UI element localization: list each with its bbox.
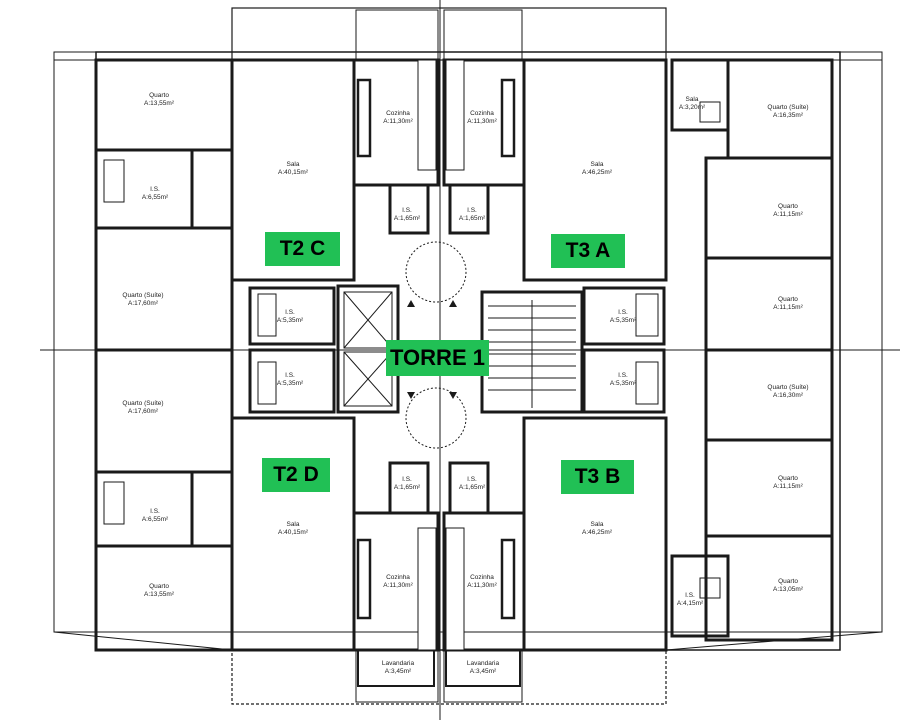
bathtub-t2d bbox=[103, 481, 125, 525]
arrow-up-left bbox=[407, 300, 415, 307]
elevator-1 bbox=[343, 291, 393, 349]
window-bottom-left bbox=[355, 649, 439, 703]
wall-is-core-t3a bbox=[582, 286, 666, 346]
arrow-down-right bbox=[449, 392, 457, 399]
wall-is-core-t3b bbox=[582, 348, 666, 414]
room-t2d-is: I.S.A:6,55m² bbox=[141, 508, 169, 523]
room-t3a-quarto-suite: Quarto (Suíte)A:16,35m² bbox=[767, 104, 809, 119]
room-t2c-is-core: I.S.A:5,35m² bbox=[276, 309, 304, 324]
room-t3b-is-core: I.S.A:5,35m² bbox=[609, 372, 637, 387]
wall-quarto1-t3a bbox=[704, 156, 834, 260]
counter-top-t2c bbox=[417, 59, 437, 171]
tower-label: TORRE 1 bbox=[386, 340, 489, 376]
wall-quarto2-t3a bbox=[704, 256, 834, 352]
wall-is-small-t3b bbox=[448, 461, 490, 515]
room-t3a-is-small: I.S.A:1,65m² bbox=[458, 207, 486, 222]
wall-is-small-t3a bbox=[448, 183, 490, 235]
counter-t2c bbox=[356, 78, 372, 158]
counter-t2d bbox=[356, 538, 372, 620]
wall-is-small-t2d bbox=[388, 461, 430, 515]
room-t3a-is-core: I.S.A:5,35m² bbox=[609, 309, 637, 324]
shower-t2c bbox=[257, 293, 277, 337]
balcony-edge-left bbox=[53, 631, 233, 651]
room-t2c-quarto-suite: Quarto (Suíte)A:17,60m² bbox=[122, 292, 164, 307]
circulation-bottom bbox=[405, 387, 467, 449]
arrow-down-left bbox=[407, 392, 415, 399]
wall-is-t3b bbox=[670, 554, 730, 638]
room-t3b-quarto-suite: Quarto (Suíte)A:16,30m² bbox=[767, 384, 809, 399]
wall-quarto2-t3b bbox=[704, 534, 834, 642]
circulation-top bbox=[405, 241, 467, 303]
unit-label-t3a: T3 A bbox=[551, 234, 625, 268]
shower-t2d bbox=[257, 361, 277, 405]
wall-quarto-suite-t2d bbox=[94, 348, 234, 474]
room-t2d-is-small: I.S.A:1,65m² bbox=[393, 476, 421, 491]
wall-quarto-suite-t2c bbox=[94, 226, 234, 352]
arrow-up-right bbox=[449, 300, 457, 307]
room-t2d-quarto-suite: Quarto (Suíte)A:17,60m² bbox=[122, 400, 164, 415]
right-balcony bbox=[831, 59, 883, 633]
elevator-2 bbox=[343, 351, 393, 407]
unit-label-t3b: T3 B bbox=[561, 460, 634, 494]
wall-is-small-t2c bbox=[388, 183, 430, 235]
shower-t3a bbox=[635, 293, 659, 337]
window-top-right bbox=[443, 9, 523, 61]
shower-t3b bbox=[699, 577, 721, 599]
bathtub-t2c bbox=[103, 159, 125, 203]
room-t3b-is: I.S.A:4,15m² bbox=[676, 592, 704, 607]
counter-top-t3b bbox=[445, 527, 465, 651]
counter-top-t3a bbox=[445, 59, 465, 171]
counter-t3b bbox=[500, 538, 516, 620]
room-t3b-is-small: I.S.A:1,65m² bbox=[458, 476, 486, 491]
room-t2c-is: I.S.A:6,55m² bbox=[141, 186, 169, 201]
left-balcony bbox=[53, 59, 97, 633]
stairs bbox=[488, 300, 576, 408]
window-top-left bbox=[355, 9, 439, 61]
wall-quarto1-t3b bbox=[704, 438, 834, 538]
shower-t3b bbox=[635, 361, 659, 405]
window-bottom-right bbox=[443, 649, 523, 703]
unit-label-t2c: T2 C bbox=[265, 232, 340, 266]
counter-t3a bbox=[500, 78, 516, 158]
bottom-terrace bbox=[231, 649, 667, 705]
room-t2d-is-core: I.S.A:5,35m² bbox=[276, 372, 304, 387]
room-t2c-is-small: I.S.A:1,65m² bbox=[393, 207, 421, 222]
unit-label-t2d: T2 D bbox=[262, 458, 330, 492]
wall-is-core-t2d bbox=[248, 348, 336, 414]
counter-top-t2d bbox=[417, 527, 437, 651]
wall-is-core-t2c bbox=[248, 286, 336, 346]
shower-top-t3a bbox=[699, 101, 721, 123]
